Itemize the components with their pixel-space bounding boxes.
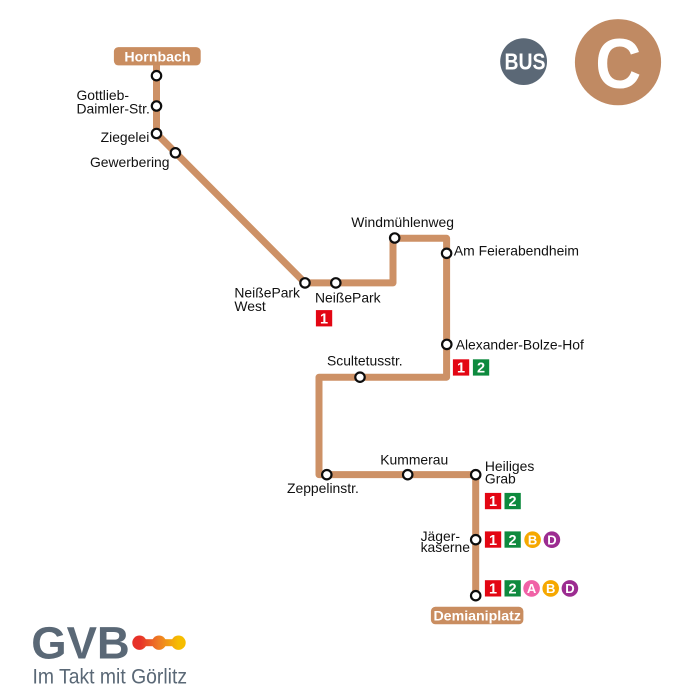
svg-text:GVB: GVB (31, 617, 130, 668)
svg-text:Im Takt mit Görlitz: Im Takt mit Görlitz (33, 665, 188, 689)
svg-text:1: 1 (489, 494, 497, 510)
svg-text:Scultetusstr.: Scultetusstr. (327, 353, 403, 369)
svg-text:NeißePark: NeißePark (234, 284, 300, 300)
svg-text:B: B (528, 532, 537, 547)
svg-text:Daimler-Str.: Daimler-Str. (77, 100, 150, 116)
svg-text:Zeppelinstr.: Zeppelinstr. (287, 480, 359, 496)
svg-text:Kummerau: Kummerau (380, 451, 448, 467)
svg-text:Hornbach: Hornbach (124, 49, 190, 65)
svg-text:NeißePark: NeißePark (315, 290, 381, 306)
svg-text:1: 1 (320, 311, 328, 327)
svg-text:Gottlieb-: Gottlieb- (77, 87, 130, 103)
svg-text:2: 2 (509, 533, 517, 549)
svg-text:1: 1 (489, 533, 497, 549)
svg-text:Grab: Grab (485, 471, 516, 487)
svg-text:Gewerbering: Gewerbering (90, 154, 170, 170)
svg-text:D: D (565, 581, 574, 596)
svg-text:Ziegelei: Ziegelei (101, 129, 150, 145)
svg-text:Jäger-: Jäger- (421, 528, 461, 544)
svg-text:Am Feierabendheim: Am Feierabendheim (454, 243, 579, 259)
svg-text:2: 2 (509, 494, 517, 510)
svg-text:Windmühlenweg: Windmühlenweg (351, 214, 454, 230)
svg-text:kaserne: kaserne (421, 539, 471, 555)
svg-text:2: 2 (509, 582, 517, 598)
svg-text:Alexander-Bolze-Hof: Alexander-Bolze-Hof (456, 336, 584, 352)
svg-text:Demianiplatz: Demianiplatz (433, 608, 521, 624)
svg-text:Heiliges: Heiliges (485, 458, 534, 474)
svg-text:2: 2 (477, 361, 485, 377)
svg-text:B: B (546, 581, 555, 596)
svg-text:D: D (547, 532, 556, 547)
svg-text:A: A (527, 581, 537, 596)
svg-text:West: West (234, 298, 266, 314)
svg-text:C: C (595, 25, 641, 104)
svg-text:1: 1 (457, 361, 465, 377)
svg-text:BUS: BUS (505, 49, 546, 75)
svg-text:1: 1 (489, 582, 497, 598)
